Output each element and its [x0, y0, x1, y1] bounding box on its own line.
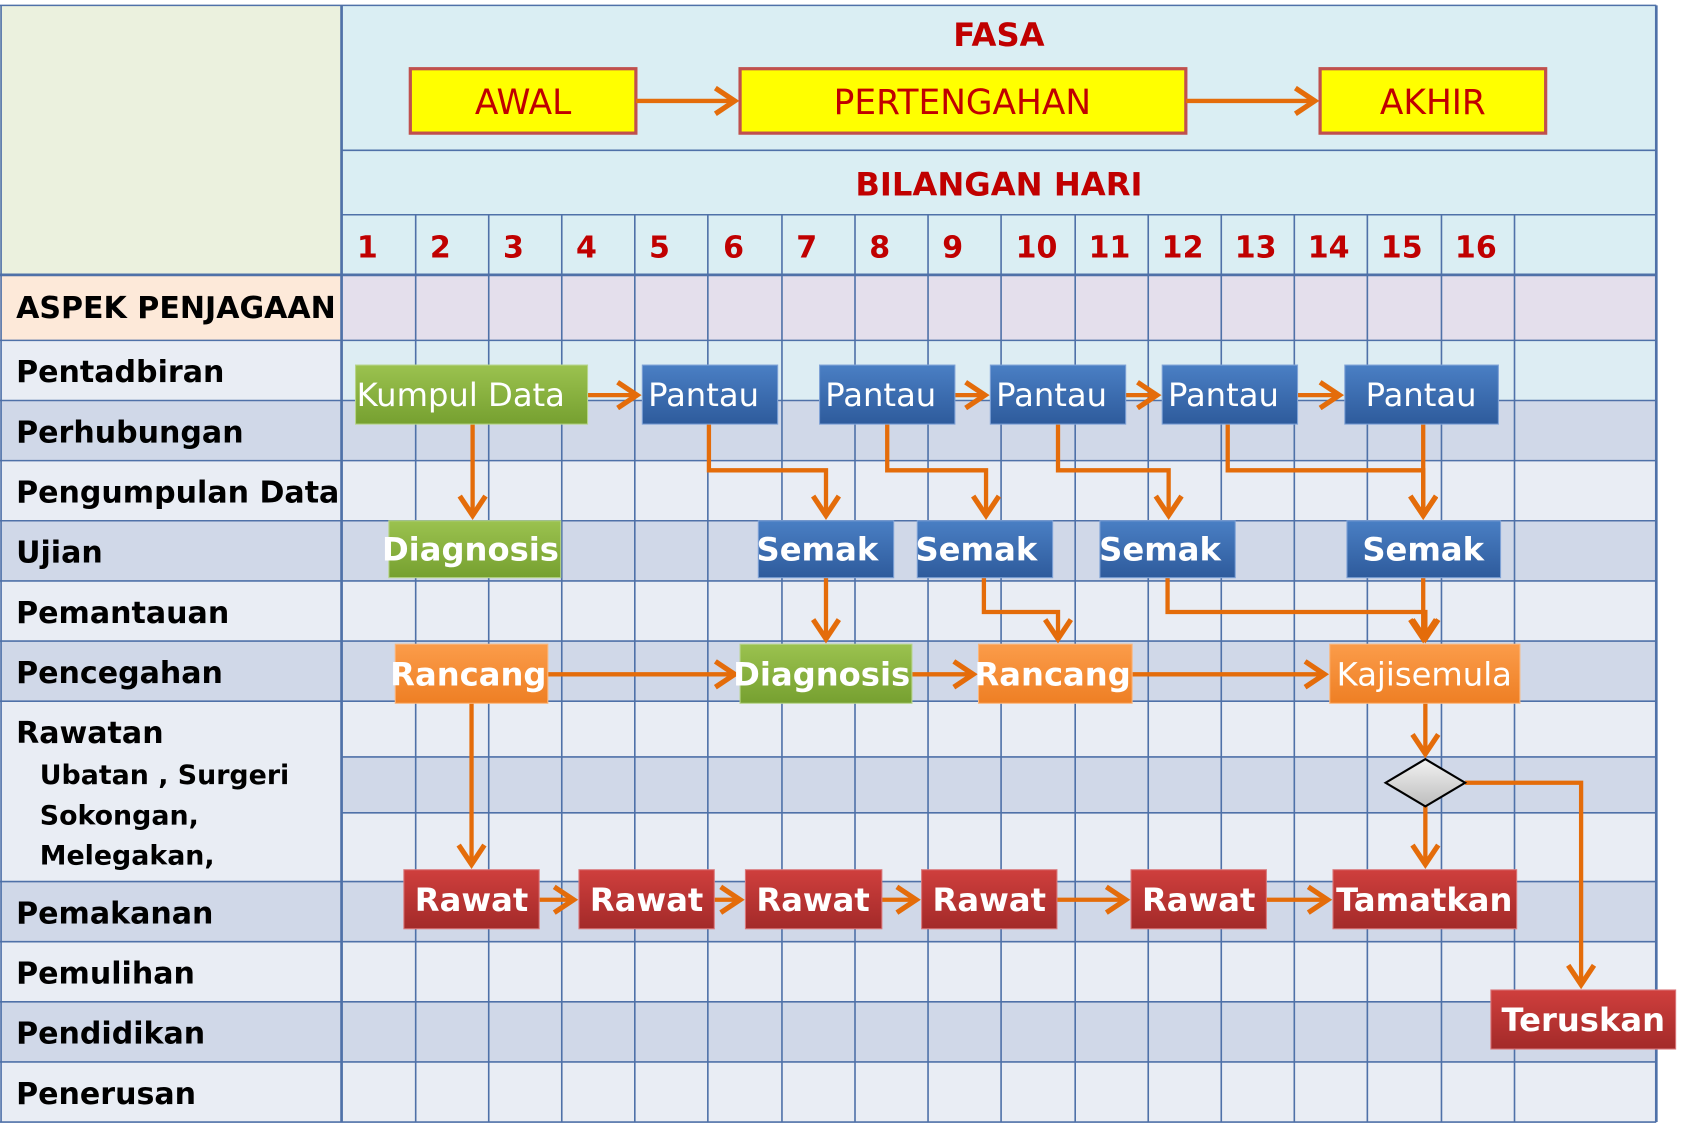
step-label: Kajisemula	[1337, 655, 1512, 693]
step-kumpul-data: Kumpul Data	[354, 364, 589, 425]
step-rawat: Rawat	[744, 869, 883, 930]
day-number: 2	[430, 231, 451, 266]
step-semak: Semak	[915, 520, 1054, 579]
row-label-pemulihan: Pemulihan	[16, 957, 195, 992]
phase-label: AKHIR	[1380, 83, 1486, 123]
step-label: Rawat	[1142, 881, 1255, 919]
step-label: Semak	[915, 531, 1038, 569]
day-number: 9	[942, 231, 963, 266]
step-label: Rawat	[415, 881, 528, 919]
step-label: Teruskan	[1501, 1001, 1665, 1039]
phase-pertengahan: PERTENGAHAN	[738, 67, 1188, 135]
day-number: 6	[723, 231, 744, 266]
step-label: Semak	[1099, 531, 1222, 569]
row-sublabel: Ubatan , Surgeri	[40, 760, 290, 791]
step-label: Rawat	[756, 881, 869, 919]
step-rawat: Rawat	[1130, 869, 1267, 930]
row-label-pemakanan: Pemakanan	[16, 896, 213, 931]
step-rancang: Rancang	[974, 643, 1133, 704]
step-label: Kumpul Data	[357, 376, 565, 414]
phase-label: PERTENGAHAN	[834, 83, 1091, 123]
row-label-pencegahan: Pencegahan	[16, 656, 223, 691]
decision-diamond	[1383, 757, 1468, 808]
row-label-ujian: Ujian	[16, 536, 103, 571]
step-rancang: Rancang	[390, 643, 549, 704]
step-label: Pantau	[996, 376, 1107, 414]
step-label: Diagnosis	[733, 655, 910, 693]
day-number: 14	[1308, 231, 1350, 266]
step-pantau: Pantau	[641, 364, 779, 425]
row-label-pendidikan: Pendidikan	[16, 1017, 205, 1052]
step-label: Diagnosis	[382, 531, 559, 569]
day-number: 3	[503, 231, 524, 266]
step-label: Tamatkan	[1336, 881, 1512, 919]
step-semak: Semak	[757, 520, 895, 579]
step-pantau: Pantau	[1344, 364, 1499, 425]
row-labels: ASPEK PENJAGAAN Pentadbiran Perhubungan …	[16, 291, 339, 1112]
step-label: Rawat	[933, 881, 1046, 919]
step-tamatkan: Tamatkan	[1332, 869, 1518, 930]
day-number: 4	[576, 231, 597, 266]
row-label-pengumpulan-data: Pengumpulan Data	[16, 476, 339, 511]
day-number: 15	[1381, 231, 1423, 266]
day-number: 10	[1016, 231, 1058, 266]
phase-awal: AWAL	[408, 67, 638, 135]
day-number: 13	[1235, 231, 1277, 266]
step-rawat: Rawat	[578, 869, 715, 930]
day-number: 12	[1162, 231, 1204, 266]
row-label-rawatan: Rawatan	[16, 716, 164, 751]
row-label-pemantauan: Pemantauan	[16, 596, 229, 631]
step-label: Pantau	[1366, 376, 1477, 414]
row-label-penerusan: Penerusan	[16, 1077, 196, 1112]
phase-akhir: AKHIR	[1318, 67, 1548, 135]
row-label-pentadbiran: Pentadbiran	[16, 355, 224, 390]
step-diagnosis: Diagnosis	[382, 520, 562, 579]
step-label: Pantau	[825, 376, 936, 414]
day-number: 7	[796, 231, 817, 266]
step-diagnosis: Diagnosis	[733, 643, 913, 704]
fasa-title: FASA	[953, 16, 1044, 54]
step-label: Semak	[1362, 531, 1485, 569]
day-numbers: 1 2 3 4 5 6 7 8 9 10 11 12 13 14 15 16	[357, 231, 1497, 266]
day-number: 11	[1089, 231, 1131, 266]
day-number: 5	[649, 231, 670, 266]
day-number: 8	[869, 231, 890, 266]
step-label: Pantau	[648, 376, 759, 414]
phase-label: AWAL	[475, 83, 571, 123]
flow-arrows	[456, 85, 1597, 990]
step-semak: Semak	[1099, 520, 1236, 579]
row-sublabel: Sokongan,	[40, 801, 199, 832]
day-number: 1	[357, 231, 378, 266]
step-label: Semak	[757, 531, 880, 569]
step-label: Pantau	[1168, 376, 1279, 414]
day-number: 16	[1455, 231, 1497, 266]
step-semak: Semak	[1346, 520, 1502, 579]
step-teruskan: Teruskan	[1490, 989, 1677, 1050]
step-rawat: Rawat	[403, 869, 540, 930]
step-pantau: Pantau	[1161, 364, 1299, 425]
row-sublabel: Melegakan,	[40, 840, 215, 871]
step-pantau: Pantau	[989, 364, 1127, 425]
bilangan-hari-title: BILANGAN HARI	[855, 165, 1142, 203]
step-rawat: Rawat	[921, 869, 1058, 930]
step-label: Rancang	[974, 655, 1130, 693]
step-kajisemula: Kajisemula	[1329, 643, 1521, 704]
aspek-header: ASPEK PENJAGAAN	[16, 291, 336, 326]
step-label: Rawat	[590, 881, 703, 919]
step-pantau: Pantau	[819, 364, 956, 425]
step-label: Rancang	[390, 655, 546, 693]
row-label-perhubungan: Perhubungan	[16, 415, 244, 450]
